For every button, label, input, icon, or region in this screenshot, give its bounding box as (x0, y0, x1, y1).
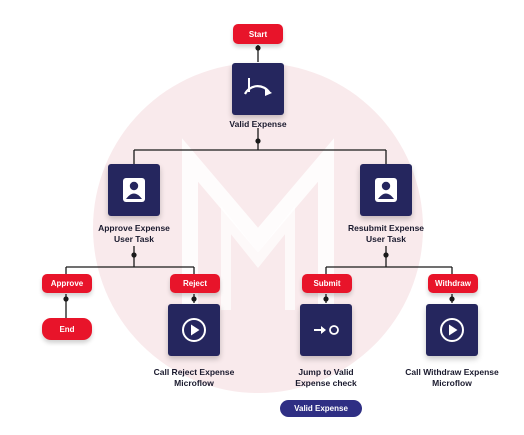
start-label: Start (248, 29, 268, 39)
valid-expense-node[interactable] (232, 63, 284, 115)
resubmit-task-label: Resubmit Expense User Task (347, 223, 425, 244)
call-withdraw-label: Call Withdraw Expense Microflow (405, 367, 499, 388)
play-icon (440, 318, 464, 342)
approve-task-label: Approve Expense User Task (98, 223, 170, 244)
submit-event[interactable]: Submit (302, 274, 352, 293)
approve-task-node[interactable] (108, 164, 160, 216)
valid-expense-label: Valid Expense (229, 119, 287, 129)
resubmit-task-node[interactable] (360, 164, 412, 216)
jump-valid-node[interactable] (300, 304, 352, 356)
gateway-arc-icon (244, 78, 272, 96)
call-withdraw-node[interactable] (426, 304, 478, 356)
play-icon (182, 318, 206, 342)
end-event[interactable]: End (42, 318, 92, 340)
jump-valid-label: Jump to Valid Expense check (295, 367, 357, 388)
user-icon (375, 178, 397, 202)
jump-arrow-icon (314, 325, 339, 335)
call-reject-label: Call Reject Expense Microflow (153, 367, 235, 388)
withdraw-event[interactable]: Withdraw (428, 274, 478, 293)
approve-event[interactable]: Approve (42, 274, 92, 293)
user-icon (123, 178, 145, 202)
reject-event[interactable]: Reject (170, 274, 220, 293)
start-event[interactable]: Start (233, 24, 283, 44)
valid-expense-tag[interactable]: Valid Expense (280, 400, 362, 417)
call-reject-node[interactable] (168, 304, 220, 356)
